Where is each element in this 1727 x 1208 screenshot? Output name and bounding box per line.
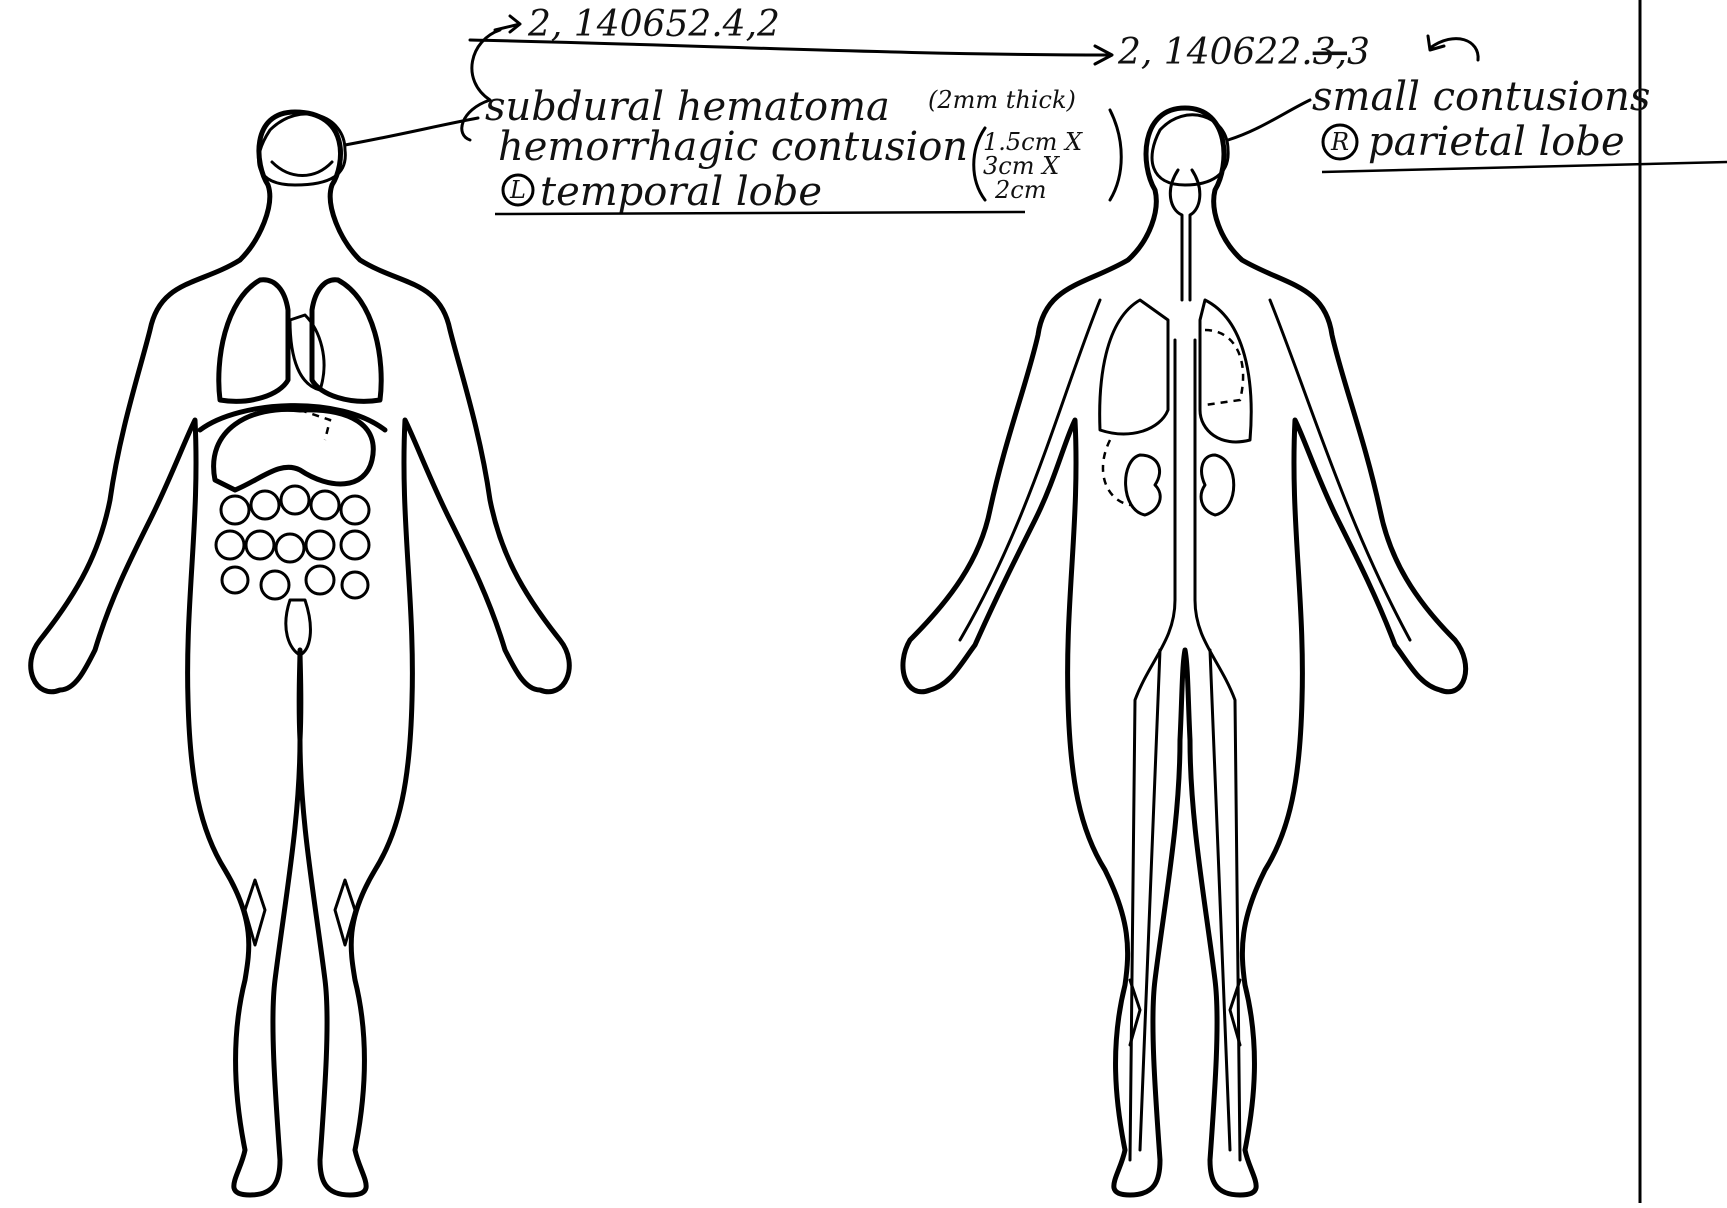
- brainstem-icon: [1170, 170, 1199, 300]
- left-side-marker: L: [509, 176, 526, 204]
- right-arm-vessel: [1270, 300, 1410, 640]
- heart-dashed-outline: [1205, 330, 1243, 405]
- left-leader-line: [345, 118, 478, 145]
- left-body-figure: [31, 112, 570, 1195]
- left-note-thickness: (2mm thick): [928, 86, 1076, 114]
- right-side-marker: R: [1330, 128, 1349, 156]
- left-kidney-icon: [1126, 455, 1161, 515]
- left-note-dim-3: 2cm: [994, 176, 1046, 204]
- left-note-line2: hemorrhagic contusion: [498, 124, 968, 170]
- right-head-inner: [1152, 115, 1228, 185]
- right-fig-lung-right: [1200, 300, 1251, 442]
- right-note-line2: parietal lobe: [1368, 119, 1625, 165]
- right-body-figure: [903, 108, 1466, 1195]
- heart-icon: [290, 315, 324, 390]
- stomach-dashed: [300, 410, 330, 440]
- liver-stomach-icon: [214, 409, 374, 490]
- right-ref-return-arrow-icon: [1428, 36, 1478, 60]
- right-fig-lung-left: [1100, 300, 1168, 434]
- left-lung-left: [219, 280, 288, 402]
- right-reference-number: 2, 140622.3,3: [1117, 32, 1370, 73]
- intestines-icon: [216, 486, 369, 655]
- right-kidney-icon: [1201, 455, 1234, 515]
- left-reference-number: 2, 140652.4,2: [527, 4, 780, 45]
- right-leader-line: [1228, 100, 1310, 140]
- right-note-line1: small contusions: [1312, 74, 1650, 120]
- subdural-hematoma-mark: [272, 162, 332, 176]
- left-note-line3: temporal lobe: [540, 169, 822, 215]
- link-arrow-icon: [470, 40, 1112, 64]
- right-body-outline: [903, 108, 1466, 1195]
- left-arm-vessel: [960, 300, 1100, 640]
